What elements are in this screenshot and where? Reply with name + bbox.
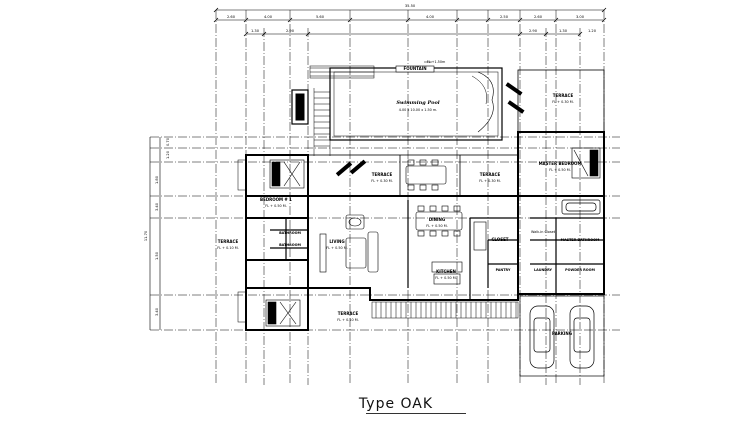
dimension-ticks — [213, 7, 607, 37]
floor-level-label: FL + 0.30 M. — [479, 179, 501, 183]
living-label: LIVING — [329, 239, 345, 244]
floor-level-label: FL + 0.50 M. — [549, 168, 571, 172]
pantry-label: PANTRY — [495, 268, 511, 272]
terrace-label: TERRACE — [552, 93, 574, 98]
pool-level-label: FL +1.50m — [426, 60, 446, 64]
dimension-label: 1.20 — [166, 150, 170, 160]
pool-size-label: 4.00 x 10.00 x 1.50 m. — [398, 108, 438, 112]
bed-icon — [269, 159, 305, 189]
dimension-label: 1.30 — [250, 29, 260, 33]
bed-icon — [265, 299, 301, 327]
dimension-label: 1.80 — [155, 175, 159, 185]
dimension-label: 2.60 — [533, 15, 543, 19]
top-dimension-lines — [149, 9, 604, 330]
dimension-label: 1.20 — [587, 29, 597, 33]
floor-level-label: FL + 0.50 M. — [426, 224, 448, 228]
floor-level-label: FL + 0.50 M. — [435, 276, 457, 280]
dimension-overall: 35.50 — [404, 4, 416, 8]
pool-side-steps — [313, 88, 331, 156]
step-lines — [375, 302, 517, 318]
terrace-label: TERRACE — [337, 311, 359, 316]
dining-table-icon — [415, 205, 463, 237]
master-bedroom-label: MASTER BEDROOM — [538, 161, 582, 166]
terrace-outline — [307, 69, 605, 197]
floor-level-label: FL + 0.10 M. — [337, 318, 359, 322]
dimension-label: 2.60 — [226, 15, 236, 19]
bathtub-icon — [561, 199, 601, 215]
dimension-label: 2.50 — [499, 15, 509, 19]
pool-name-label: Swimming Pool — [396, 100, 440, 106]
powder-room-label: POWDER ROOM — [565, 268, 595, 272]
front-steps — [371, 301, 519, 319]
terrace-label: TERRACE — [371, 172, 393, 177]
dimension-label: 0.70 — [166, 137, 170, 147]
interior-walls — [270, 200, 604, 300]
bed-icon — [571, 147, 601, 179]
dimension-label: 2.90 — [528, 29, 538, 33]
walk-in-closet-label: Walk-in Closet — [530, 230, 556, 234]
dimension-label: 5.60 — [315, 15, 325, 19]
dimension-label: 2.90 — [285, 29, 295, 33]
terrace-steps — [237, 159, 247, 323]
kitchen-label: KITCHEN — [436, 269, 456, 274]
grid-lines — [150, 10, 620, 385]
pool-deck-steps — [309, 65, 375, 79]
lounger-icon — [291, 89, 309, 125]
floor-level-label: FL + 0.30 M. — [552, 100, 574, 104]
dimension-overall-vertical: 11.70 — [144, 230, 148, 242]
outdoor-table-icon — [405, 159, 447, 191]
floor-level-label: FL + 0.30 M. — [371, 179, 393, 183]
title-underline — [366, 413, 466, 414]
bathroom-label: BATHROOM — [279, 231, 301, 235]
kitchen-counter — [431, 221, 487, 285]
closet-label: CLOSET — [491, 237, 509, 242]
dining-label: DINING — [428, 217, 446, 222]
floor-level-label: FL + 0.10 M. — [217, 246, 239, 250]
terrace-label: TERRACE — [479, 172, 501, 177]
laundry-label: LAUNDRY — [534, 268, 552, 272]
floor-level-label: FL + 0.50 M. — [265, 204, 287, 208]
floor-level-label: FL + 0.50 M. — [326, 246, 348, 250]
parking-area — [519, 295, 605, 377]
dimension-label: 3.40 — [155, 307, 159, 317]
terrace-label: TERRACE — [217, 239, 239, 244]
sofa-icon — [319, 214, 379, 273]
bathroom-label: BATHROOM — [279, 243, 301, 247]
dimension-label: 4.00 — [425, 15, 435, 19]
dimension-label: 3.40 — [155, 202, 159, 212]
bedroom-1-label: BEDROOM # 1 — [260, 197, 292, 202]
fountain-label: FOUNTAIN — [403, 66, 427, 71]
master-bathroom-label: MASTER BATHROOM — [560, 238, 600, 242]
parking-label: PARKING — [552, 331, 572, 336]
dimension-label: 4.00 — [263, 15, 273, 19]
dimension-label: 1.30 — [558, 29, 568, 33]
drawing-title: Type OAK — [358, 396, 434, 412]
dimension-label: 3.00 — [575, 15, 585, 19]
dimension-label: 1.50 — [155, 251, 159, 261]
